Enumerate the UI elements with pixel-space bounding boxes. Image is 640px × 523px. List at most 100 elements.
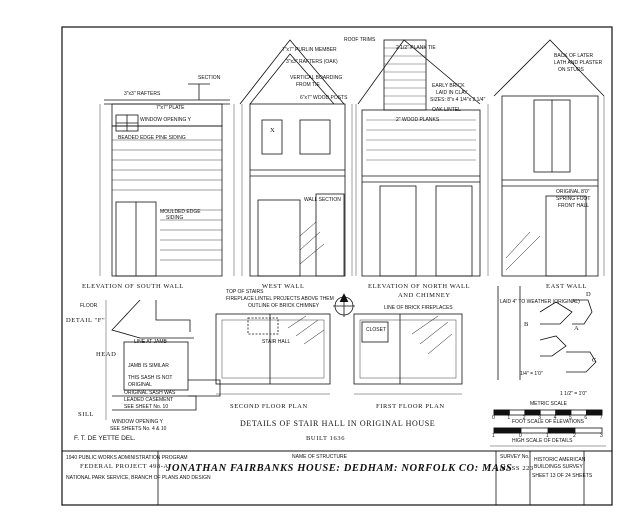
metric-tick-label: 0 (492, 415, 495, 421)
note-plank-tie: 2 1/2" PLANK TIE (396, 45, 436, 51)
delineator-credit: F. T. DE YETTE DEL. (74, 435, 136, 442)
note-fireplaces: LINE OF BRICK FIREPLACES (384, 305, 453, 311)
foot-tick-label: 3 (600, 433, 603, 439)
profile-details (497, 286, 597, 380)
note-moulded-siding-1: MOULDED EDGE (160, 209, 201, 215)
second-floor-plan (215, 313, 331, 395)
metric-tick-label: 5 (569, 415, 572, 421)
note-lintel-2: OUTLINE OF BRICK CHIMNEY (248, 303, 320, 309)
floor-label: FLOOR (80, 303, 98, 309)
elev-south-title: ELEVATION OF SOUTH WALL (82, 283, 184, 290)
note-closet: CLOSET (366, 327, 387, 333)
north-wall-elevation (355, 39, 489, 277)
head-label: HEAD (96, 351, 117, 358)
project-line-3: NATIONAL PARK SERVICE, BRANCH OF PLANS A… (66, 475, 211, 481)
details-title: DETAILS OF STAIR HALL IN ORIGINAL HOUSE (240, 419, 436, 428)
note-wood-planks: 2" WOOD PLANKS (396, 117, 440, 123)
note-back-plaster-3: ON STUDS (558, 67, 584, 73)
metric-tick-label: 3 (538, 415, 541, 421)
note-purlin: 7"x7" PURLIN MEMBER (282, 47, 337, 53)
note-window-opening-y: WINDOW OPENING Y (140, 117, 192, 123)
survey-number-label: SURVEY No. (500, 454, 530, 460)
metric-tick-label: 1 (507, 415, 511, 421)
structure-name-label: NAME OF STRUCTURE (292, 454, 347, 460)
note-line-at-jamb: LINE AT JAMB (134, 339, 167, 345)
project-line-2: FEDERAL PROJECT 498-A (80, 463, 169, 470)
note-roof-trims: ROOF TRIMS (344, 37, 376, 43)
note-original-2: SPRING FOOT (556, 196, 591, 202)
high-scale-title: HIGH SCALE OF DETAILS (512, 438, 573, 444)
detail-label-b: B (524, 321, 529, 328)
note-sash-2: ORIGINAL (128, 382, 152, 388)
title-block-dividers (157, 451, 585, 505)
note-sash-4: LEADED CASEMENT (124, 397, 174, 403)
built-date: BUILT 1636 (306, 435, 346, 442)
habs-line-1: HISTORIC AMERICAN (534, 457, 586, 463)
note-oak-lintel: OAK LINTEL (432, 107, 461, 113)
foot-scale-title: FOOT SCALE OF ELEVATIONS (512, 419, 584, 425)
metric-scale-title: METRIC SCALE (530, 401, 567, 407)
note-laid-weather: LAID 4" TO WEATHER (ORIGINAL) (500, 299, 580, 305)
foot-tick-label: 1 (492, 433, 495, 439)
note-early-brick-3: SIZES: 8"x 4 1/4"x 2 1/4" (430, 97, 486, 103)
detail-f-title: DETAIL "F" (66, 317, 106, 324)
note-moulded-siding-2: SIDING (166, 215, 184, 221)
metric-tick-label: 6 (584, 415, 588, 421)
east-wall-elevation (493, 39, 605, 277)
note-stair-hall: STAIR HALL (262, 339, 291, 345)
note-sash-3: ORIGINAL SASH WAS (124, 390, 176, 396)
note-see-sheets: SEE SHEETS No. 4 & 10 (110, 426, 167, 432)
first-floor-title: FIRST FLOOR PLAN (376, 403, 445, 410)
sheet-number: SHEET 13 OF 24 SHEETS (532, 473, 593, 479)
foot-tick-label: 2 (573, 433, 576, 439)
note-rafters: 3"x3" RAFTERS (124, 91, 161, 97)
west-wall-title: WEST WALL (262, 283, 305, 290)
metric-tick-label: 2 (522, 415, 526, 421)
note-sash-5: SEE SHEET No. 10 (124, 404, 169, 410)
south-wall-elevation (99, 83, 235, 277)
note-sash-1: THIS SASH IS NOT (128, 375, 173, 381)
note-early-brick-2: LAID IN CLAY (436, 90, 468, 96)
note-back-plaster-2: LATH AND PLASTER (554, 60, 603, 66)
note-plate: 7"x7" PLATE (156, 105, 185, 111)
note-early-brick-1: EARLY BRICK (432, 83, 465, 89)
note-original-3: FRONT HALL (558, 203, 590, 209)
note-window-opening: WINDOW OPENING Y (112, 419, 164, 425)
detail-f (105, 299, 221, 420)
note-wall-section: WALL SECTION (304, 197, 341, 203)
project-line-1: 1940 PUBLIC WORKS ADMINISTRATION PROGRAM (66, 455, 188, 461)
sheet-border (61, 26, 613, 506)
north-arrow (333, 293, 355, 317)
detail-label-d: D (586, 291, 592, 298)
section-label: SECTION (198, 75, 221, 81)
note-vertical-boarding-2: FROM TIE (296, 82, 320, 88)
note-beaded-siding: BEADED EDGE PINE SIDING (118, 135, 186, 141)
metric-tick-label: 7 (599, 415, 603, 421)
first-floor-plan (353, 313, 463, 395)
scale-bars (490, 409, 606, 447)
note-back-plaster-1: BACK OF LATER (554, 53, 594, 59)
metric-tick-label: 4 (553, 415, 557, 421)
detail-label-c: C (592, 357, 597, 364)
habs-line-2: BUILDINGS SURVEY (534, 464, 583, 470)
note-jamb-similar: JAMB IS SIMILAR (128, 363, 169, 369)
second-floor-title: SECOND FLOOR PLAN (230, 403, 308, 410)
survey-number: MASS 223 (500, 465, 534, 472)
foot-tick-label: 1 (546, 433, 549, 439)
east-wall-title: EAST WALL (546, 283, 588, 290)
foot-tick-label: 0 (519, 433, 522, 439)
note-quarter-inch: 1/4" = 1'0" (520, 371, 543, 377)
sill-label: SILL (78, 411, 95, 418)
west-wall-elevation (239, 39, 353, 277)
note-top-stairs: TOP OF STAIRS (226, 289, 264, 295)
detail-label-x: X (270, 127, 276, 134)
elev-north-title: ELEVATION OF NORTH WALL (368, 283, 471, 290)
detail-label-a: A (574, 325, 580, 332)
note-rafters-oak: 3"x3" RAFTERS (OAK) (286, 59, 338, 65)
note-detail-scale: 1 1/2" = 1'0" (560, 391, 587, 397)
note-wood-posts: 6"x7" WOOD POSTS (300, 95, 348, 101)
note-original-1: ORIGINAL 8'0" (556, 189, 590, 195)
elev-north-subtitle: AND CHIMNEY (398, 292, 451, 299)
